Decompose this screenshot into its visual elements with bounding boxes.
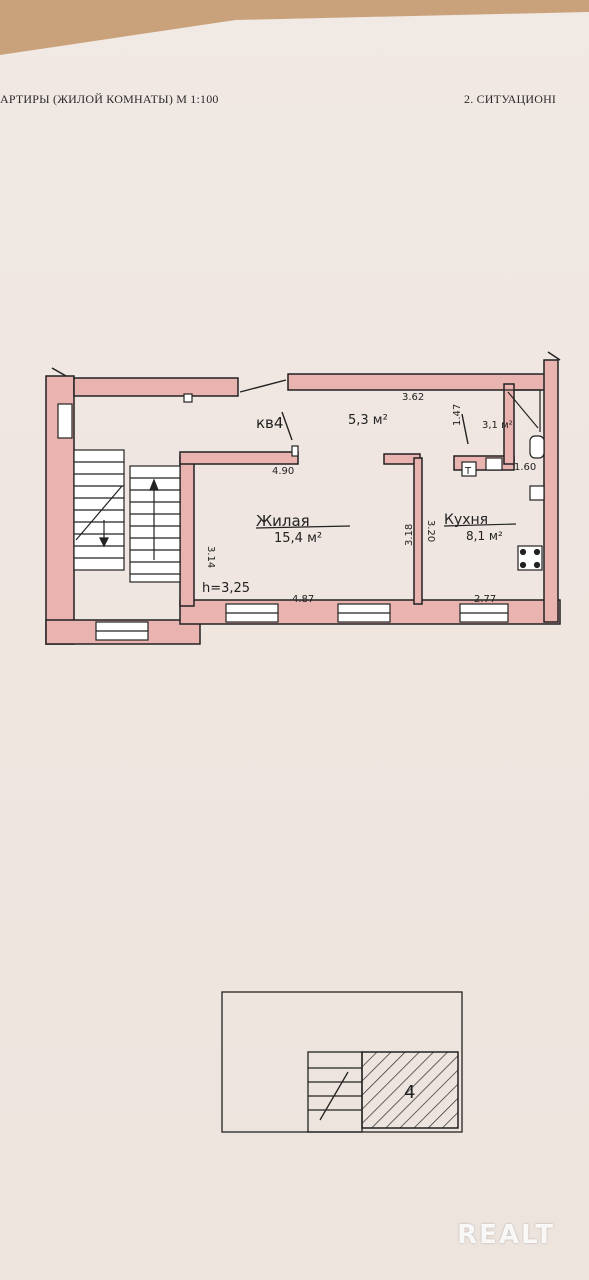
bath-area: 3,1 м² [482,420,513,431]
doors [239,379,469,445]
dim-3-14: 3.14 [205,546,216,568]
vent-shaft [57,403,73,439]
situation-number: 4 [404,1082,415,1103]
situation-stairs [307,1051,363,1133]
entrance-door [239,379,287,393]
wall-stair-living [179,455,195,607]
dim-3-18: 3.18 [404,524,415,546]
wall-top-left [73,377,239,397]
ceiling-height: h=3,25 [202,581,250,596]
bath-door [461,413,469,445]
hall-area: 5,3 м² [348,413,388,428]
wall-ticks [51,351,561,377]
living-name: Жилая [256,512,310,530]
wall-right [543,359,559,623]
toilet [529,435,545,459]
t-box [461,461,477,477]
dim-1-60: 1.60 [514,462,536,473]
kitchen-vent [529,485,545,501]
dim-4-90: 4.90 [272,466,294,477]
situation-title: 2. СИТУАЦИОНІ [464,92,557,106]
fixtures [57,393,545,571]
realt-watermark: REALT [457,1220,555,1250]
dim-4-87: 4.87 [292,594,314,605]
wall-living-top [179,451,299,465]
windows [95,603,509,641]
kitchen-name: Кухня [444,512,488,528]
sink [485,457,503,471]
plan-labels: кв4 5,3 м² 3,1 м² Жилая 15,4 м² Кухня 8,… [202,392,536,605]
situation-plan: 4 [221,991,463,1133]
t-label: Т [464,466,472,477]
living-area: 15,4 м² [274,531,322,546]
wall-living-kitchen [413,457,423,605]
dim-2-77: 2.77 [474,594,496,605]
bathtub [504,389,541,432]
dim-3-62: 3.62 [402,392,424,403]
dim-3-20: 3.20 [425,520,436,542]
apt-label: кв4 [256,414,283,432]
kitchen-area: 8,1 м² [466,529,503,543]
dim-1-47: 1.47 [452,404,463,426]
staircase [73,449,181,583]
wall-bath-left [503,383,515,465]
plan-title: АРТИРЫ (ЖИЛОЙ КОМНАТЫ) М 1:100 [0,92,219,106]
hall-door [281,411,293,441]
